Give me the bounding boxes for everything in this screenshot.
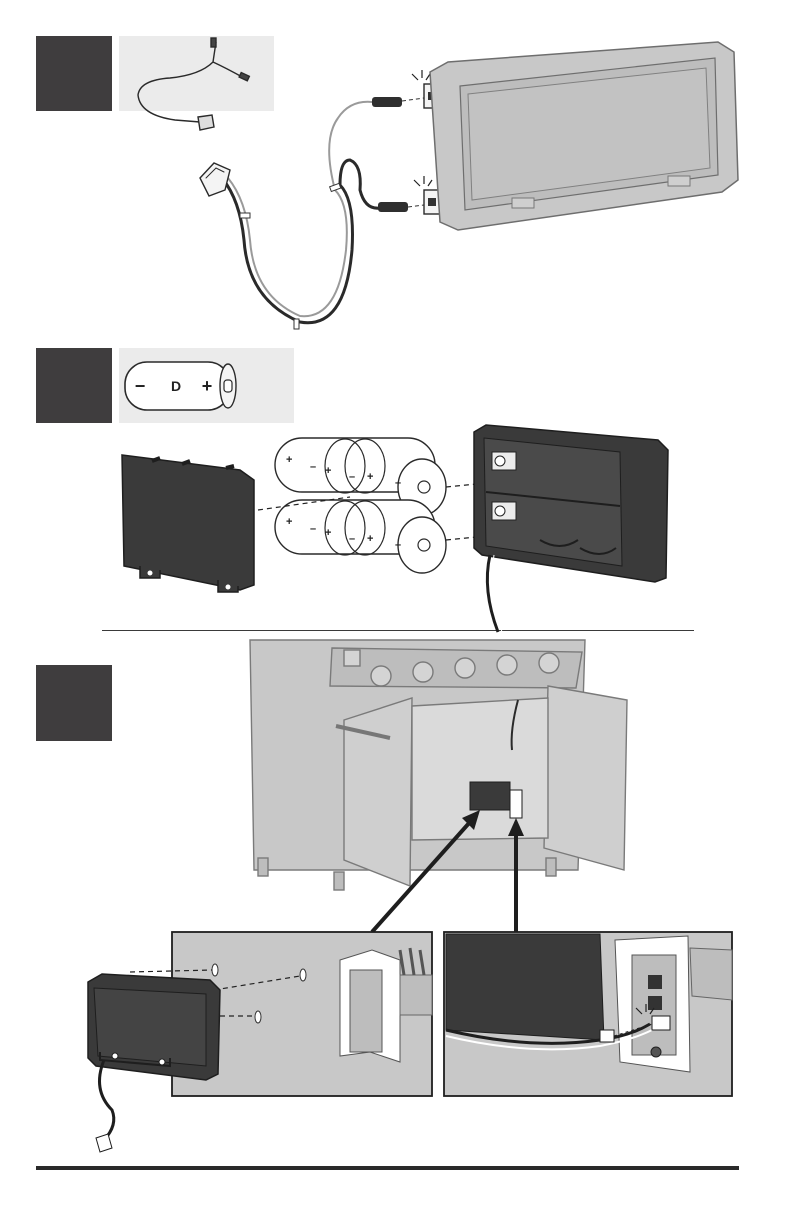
polarity-minus-3: –: [395, 477, 401, 489]
battery-cover-icon: [122, 455, 254, 592]
swatch-wire-harness-icon: [138, 38, 249, 130]
detail-panel-wiring: [444, 932, 732, 1096]
battery-size-label: D: [171, 378, 181, 394]
polarity-plus-6: +: [367, 533, 373, 545]
control-panel-housing-icon: [430, 42, 738, 230]
battery-box-icon: [474, 425, 668, 632]
grill-cabinet-icon: [250, 640, 627, 890]
battery-row-bottom-icon: [275, 500, 446, 573]
battery-minus-label: −: [135, 376, 146, 396]
polarity-minus-1: –: [310, 461, 316, 473]
polarity-plus-5: +: [325, 527, 331, 539]
battery-plus-label: +: [202, 376, 213, 396]
polarity-plus-4: +: [286, 516, 292, 528]
polarity-plus-2: +: [325, 465, 331, 477]
callout-arrow-right: [508, 818, 524, 932]
wire-harness-icon: [200, 102, 380, 329]
polarity-minus-2: –: [349, 471, 355, 483]
polarity-minus-5: –: [349, 533, 355, 545]
battery-box-mount-icon: [88, 974, 220, 1152]
polarity-minus-6: –: [395, 539, 401, 551]
polarity-plus-3: +: [367, 471, 373, 483]
d-battery-icon: − D +: [125, 362, 236, 410]
polarity-plus-1: +: [286, 454, 292, 466]
polarity-minus-4: –: [310, 523, 316, 535]
